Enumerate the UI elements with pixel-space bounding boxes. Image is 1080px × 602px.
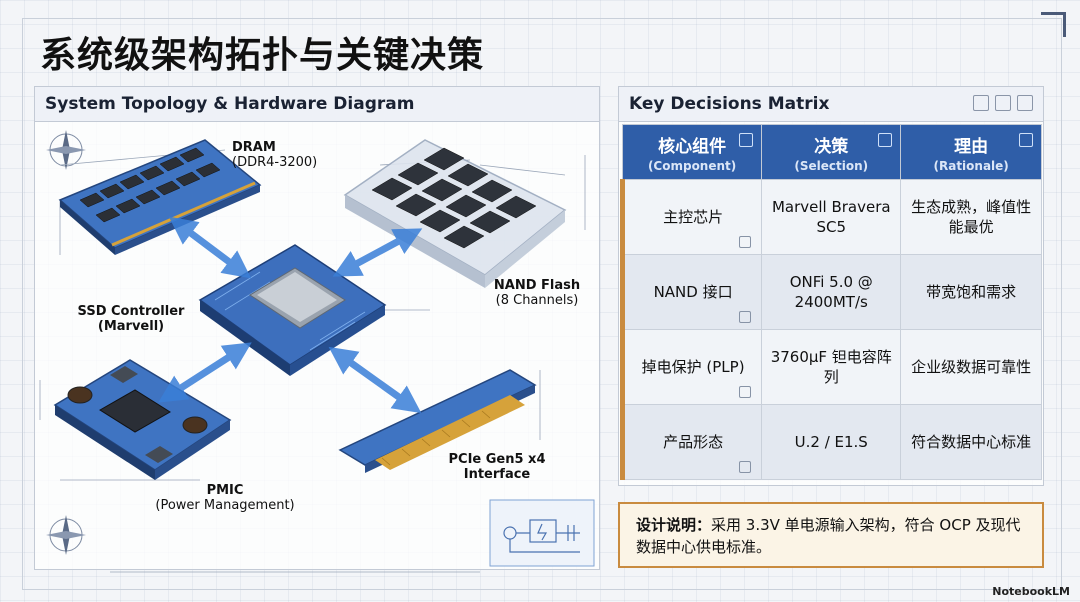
table-row: NAND 接口 ONFi 5.0 @ 2400MT/s 带宽饱和需求 bbox=[619, 254, 1042, 330]
cell-rationale: 生态成熟，峰值性能最优 bbox=[900, 179, 1042, 255]
connection-arrows bbox=[158, 216, 423, 414]
design-note: 设计说明：采用 3.3V 单电源输入架构，符合 OCP 及现代数据中心供电标准。 bbox=[618, 502, 1044, 568]
ssd-controller-label: SSD Controller (Marvell) bbox=[77, 304, 185, 334]
decisions-panel-header: Key Decisions Matrix bbox=[619, 87, 1043, 122]
chip-icon bbox=[739, 133, 754, 147]
nand-flash-label: NAND Flash (8 Channels) bbox=[493, 278, 581, 308]
table-row: 掉电保护 (PLP) 3760μF 钽电容阵列 企业级数据可靠性 bbox=[619, 329, 1042, 405]
corner-mark-icon bbox=[1041, 12, 1066, 37]
form-factor-icon bbox=[739, 461, 752, 473]
capacitor-icon bbox=[739, 386, 752, 398]
line-chart-icon[interactable] bbox=[1017, 95, 1033, 111]
design-note-text: 采用 3.3V 单电源输入架构，符合 OCP 及现代数据中心供电标准。 bbox=[636, 516, 1021, 556]
dram-label: DRAM (DDR4-3200) bbox=[232, 140, 318, 170]
cell-component: NAND 接口 bbox=[619, 254, 763, 330]
table-row: 主控芯片 Marvell Bravera SC5 生态成熟，峰值性能最优 bbox=[619, 179, 1042, 255]
column-header-component: 核心组件 (Component) bbox=[621, 124, 763, 180]
cell-rationale: 企业级数据可靠性 bbox=[900, 329, 1042, 405]
grid-view-icon[interactable] bbox=[973, 95, 989, 111]
presentation-icon bbox=[878, 133, 893, 147]
cell-rationale: 带宽饱和需求 bbox=[900, 254, 1042, 330]
power-schematic-icon bbox=[489, 499, 595, 567]
cell-selection: Marvell Bravera SC5 bbox=[761, 179, 902, 255]
cell-selection: 3760μF 钽电容阵列 bbox=[761, 329, 902, 405]
page-frame bbox=[22, 18, 1062, 590]
cell-selection: U.2 / E1.S bbox=[761, 404, 902, 480]
cell-rationale: 符合数据中心标准 bbox=[900, 404, 1042, 480]
bar-chart-icon[interactable] bbox=[995, 95, 1011, 111]
hierarchy-icon bbox=[1019, 133, 1033, 147]
cell-selection: ONFi 5.0 @ 2400MT/s bbox=[761, 254, 902, 330]
pmic-label: PMIC (Power Management) bbox=[155, 483, 295, 513]
pcie-edge-connector bbox=[338, 369, 537, 473]
column-header-selection: 决策 (Selection) bbox=[761, 124, 902, 180]
cell-component: 掉电保护 (PLP) bbox=[619, 329, 763, 405]
cell-component: 产品形态 bbox=[619, 404, 763, 480]
design-note-label: 设计说明： bbox=[636, 516, 712, 534]
interface-icon bbox=[739, 311, 752, 323]
pcie-interface-label: PCIe Gen5 x4 Interface bbox=[448, 452, 546, 482]
table-row: 产品形态 U.2 / E1.S 符合数据中心标准 bbox=[619, 404, 1042, 480]
decisions-matrix-table: 核心组件 (Component) 决策 (Selection) 理由 (Rati… bbox=[619, 124, 1042, 480]
topology-panel-header: System Topology & Hardware Diagram bbox=[35, 87, 599, 122]
dram-module bbox=[58, 139, 262, 255]
panel-header-icons bbox=[973, 95, 1033, 111]
column-header-rationale: 理由 (Rationale) bbox=[900, 124, 1042, 180]
pmic-board bbox=[53, 359, 232, 480]
brand-footer: NotebookLM bbox=[992, 585, 1070, 598]
compass-rose-icon bbox=[46, 515, 86, 555]
page-title: 系统级架构拓扑与关键决策 bbox=[40, 35, 485, 76]
nand-flash-module bbox=[343, 139, 567, 288]
cell-component: 主控芯片 bbox=[619, 179, 763, 255]
matrix-header-row: 核心组件 (Component) 决策 (Selection) 理由 (Rati… bbox=[621, 124, 1042, 180]
compass-rose-icon bbox=[46, 130, 86, 170]
chip-icon bbox=[739, 236, 752, 248]
